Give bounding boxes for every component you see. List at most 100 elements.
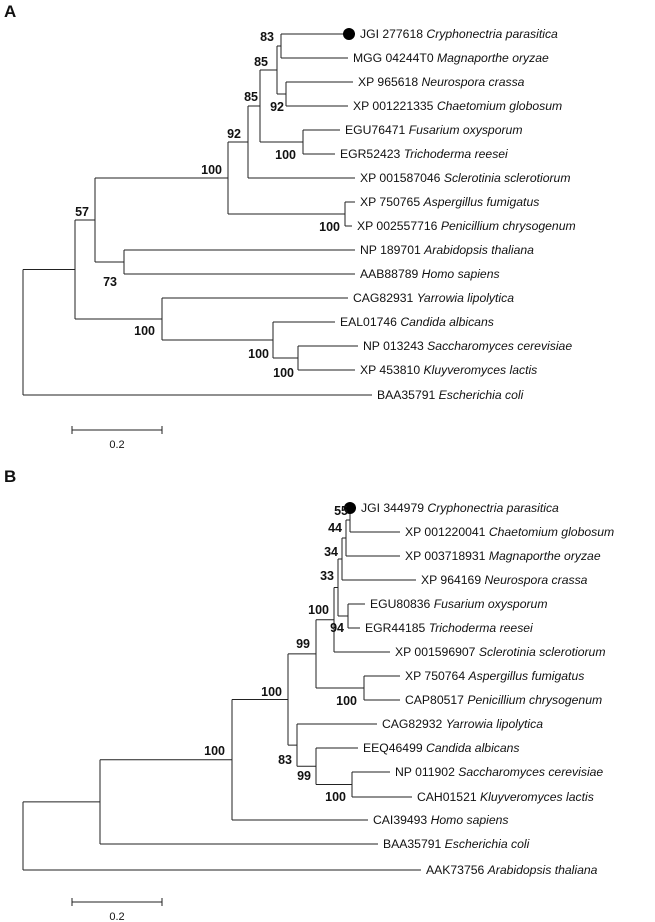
tree-b-taxon-label: XP 750764 Aspergillus fumigatus bbox=[405, 669, 584, 683]
tree-b-bootstrap-value: 34 bbox=[324, 545, 338, 559]
tree-b-accession: CAG82932 bbox=[382, 717, 446, 731]
tree-b-species: Candida albicans bbox=[426, 741, 520, 755]
tree-b-taxon-label: CAG82932 Yarrowia lipolytica bbox=[382, 717, 543, 731]
tree-b-accession: XP 750764 bbox=[405, 669, 468, 683]
tree-a-taxon-label: NP 013243 Saccharomyces cerevisiae bbox=[363, 339, 572, 353]
tree-b-species: Trichoderma reesei bbox=[429, 621, 533, 635]
tree-a-species: Magnaporthe oryzae bbox=[437, 51, 549, 65]
tree-a-accession: NP 013243 bbox=[363, 339, 427, 353]
tree-b-species: Neurospora crassa bbox=[484, 573, 587, 587]
tree-b-taxon-label: EEQ46499 Candida albicans bbox=[363, 741, 520, 755]
tree-b-taxon-label: CAH01521 Kluyveromyces lactis bbox=[417, 790, 594, 804]
tree-b-species: Sclerotinia sclerotiorum bbox=[479, 645, 606, 659]
tree-a-taxon-label: XP 750765 Aspergillus fumigatus bbox=[360, 195, 539, 209]
tree-b-scale-label: 0.2 bbox=[109, 911, 124, 922]
tree-a-accession: XP 965618 bbox=[358, 75, 421, 89]
tree-a-accession: XP 001221335 bbox=[353, 99, 437, 113]
tree-a-scale-label: 0.2 bbox=[109, 439, 124, 451]
tree-a-bootstrap-value: 100 bbox=[319, 220, 340, 234]
tree-b-bootstrap-value: 55 bbox=[334, 504, 348, 518]
tree-b-taxon-label: CAI39493 Homo sapiens bbox=[373, 813, 509, 827]
tree-a-taxon-label: EGR52423 Trichoderma reesei bbox=[340, 147, 508, 161]
tree-a-species: Chaetomium globosum bbox=[437, 99, 562, 113]
tree-b-bootstrap-value: 100 bbox=[336, 694, 357, 708]
tree-b-bootstrap-value: 44 bbox=[328, 521, 342, 535]
tree-a-taxon-label: XP 002557716 Penicillium chrysogenum bbox=[357, 219, 576, 233]
tree-a-taxon-label: NP 189701 Arabidopsis thaliana bbox=[360, 243, 534, 257]
tree-a-species: Cryphonectria parasitica bbox=[426, 27, 558, 41]
tree-a-bootstrap-value: 85 bbox=[254, 55, 268, 69]
tree-a-accession: JGI 277618 bbox=[360, 27, 426, 41]
tree-b-bootstrap-value: 100 bbox=[325, 790, 346, 804]
tree-b-species: Saccharomyces cerevisiae bbox=[458, 765, 603, 779]
tree-a-taxon-label: EAL01746 Candida albicans bbox=[340, 315, 494, 329]
tree-b-bootstrap-value: 100 bbox=[204, 744, 225, 758]
tree-b-accession: XP 964169 bbox=[421, 573, 484, 587]
tree-a-species: Kluyveromyces lactis bbox=[423, 363, 537, 377]
tree-a-accession: XP 453810 bbox=[360, 363, 423, 377]
panel-b-letter: B bbox=[4, 467, 17, 486]
tree-b-species: Aspergillus fumigatus bbox=[467, 669, 584, 683]
tree-b-species: Homo sapiens bbox=[431, 813, 509, 827]
tree-a-species: Penicillium chrysogenum bbox=[441, 219, 576, 233]
tree-b-species: Penicillium chrysogenum bbox=[467, 693, 602, 707]
tree-a-marker-dot bbox=[343, 28, 355, 40]
tree-b-species: Fusarium oxysporum bbox=[434, 597, 548, 611]
tree-a-accession: NP 189701 bbox=[360, 243, 424, 257]
tree-b-taxon-label: XP 001220041 Chaetomium globosum bbox=[405, 525, 614, 539]
tree-a-accession: XP 001587046 bbox=[360, 171, 444, 185]
tree-b-species: Cryphonectria parasitica bbox=[427, 501, 559, 515]
tree-b-accession: NP 011902 bbox=[395, 765, 458, 779]
tree-b-taxon-label: NP 011902 Saccharomyces cerevisiae bbox=[395, 765, 603, 779]
tree-b-accession: EGU80836 bbox=[370, 597, 434, 611]
tree-a-accession: EGU76471 bbox=[345, 123, 409, 137]
tree-b-taxon-label: JGI 344979 Cryphonectria parasitica bbox=[361, 501, 559, 515]
tree-a-species: Yarrowia lipolytica bbox=[417, 291, 515, 305]
phylogenetic-tree-b: JGI 344979 Cryphonectria parasitica XP 00… bbox=[22, 501, 614, 922]
tree-b-bootstrap-value: 83 bbox=[278, 753, 292, 767]
tree-b-taxon-label: CAP80517 Penicillium chrysogenum bbox=[405, 693, 602, 707]
tree-a-bootstrap-value: 100 bbox=[248, 347, 269, 361]
tree-a-species: Sclerotinia sclerotiorum bbox=[444, 171, 571, 185]
tree-a-accession: CAG82931 bbox=[353, 291, 417, 305]
tree-a-bootstrap-value: 83 bbox=[260, 30, 274, 44]
tree-a-species: Saccharomyces cerevisiae bbox=[427, 339, 572, 353]
tree-b-taxon-label: AAK73756 Arabidopsis thaliana bbox=[426, 863, 598, 877]
tree-a-species: Aspergillus fumigatus bbox=[422, 195, 539, 209]
tree-b-taxon-label: BAA35791 Escherichia coli bbox=[383, 837, 530, 851]
tree-b-marker-dot bbox=[344, 502, 356, 514]
tree-a-bootstrap-value: 100 bbox=[134, 324, 155, 338]
tree-b-accession: XP 003718931 bbox=[405, 549, 489, 563]
tree-b-accession: BAA35791 bbox=[383, 837, 445, 851]
tree-b-taxon-label: XP 001596907 Sclerotinia sclerotiorum bbox=[395, 645, 606, 659]
tree-b-species: Chaetomium globosum bbox=[489, 525, 614, 539]
tree-b-species: Magnaporthe oryzae bbox=[489, 549, 601, 563]
tree-b-species: Arabidopsis thaliana bbox=[487, 863, 598, 877]
tree-a-bootstrap-value: 100 bbox=[275, 148, 296, 162]
tree-a-bootstrap-value: 92 bbox=[227, 127, 241, 141]
tree-a-bootstrap-value: 57 bbox=[75, 205, 89, 219]
tree-a-accession: EGR52423 bbox=[340, 147, 404, 161]
tree-a-species: Neurospora crassa bbox=[421, 75, 524, 89]
panel-a-letter: A bbox=[4, 2, 17, 21]
tree-b-bootstrap-value: 100 bbox=[261, 685, 282, 699]
tree-a-species: Candida albicans bbox=[400, 315, 494, 329]
tree-a-taxon-label: AAB88789 Homo sapiens bbox=[360, 267, 500, 281]
tree-b-bootstrap-value: 33 bbox=[320, 569, 334, 583]
tree-b-species: Yarrowia lipolytica bbox=[446, 717, 544, 731]
tree-b-accession: JGI 344979 bbox=[361, 501, 427, 515]
tree-a-species: Fusarium oxysporum bbox=[409, 123, 523, 137]
tree-a-accession: EAL01746 bbox=[340, 315, 400, 329]
tree-b-accession: CAP80517 bbox=[405, 693, 467, 707]
tree-b-accession: XP 001220041 bbox=[405, 525, 489, 539]
tree-a-taxon-label: EGU76471 Fusarium oxysporum bbox=[345, 123, 522, 137]
tree-b-taxon-label: XP 003718931 Magnaporthe oryzae bbox=[405, 549, 601, 563]
tree-b-taxon-label: EGR44185 Trichoderma reesei bbox=[365, 621, 533, 635]
tree-b-bootstrap-value: 99 bbox=[297, 769, 311, 783]
tree-a-bootstrap-value: 92 bbox=[270, 100, 284, 114]
tree-a-taxon-label: XP 453810 Kluyveromyces lactis bbox=[360, 363, 537, 377]
tree-a-bootstrap-value: 73 bbox=[103, 275, 117, 289]
tree-b-accession: CAH01521 bbox=[417, 790, 480, 804]
